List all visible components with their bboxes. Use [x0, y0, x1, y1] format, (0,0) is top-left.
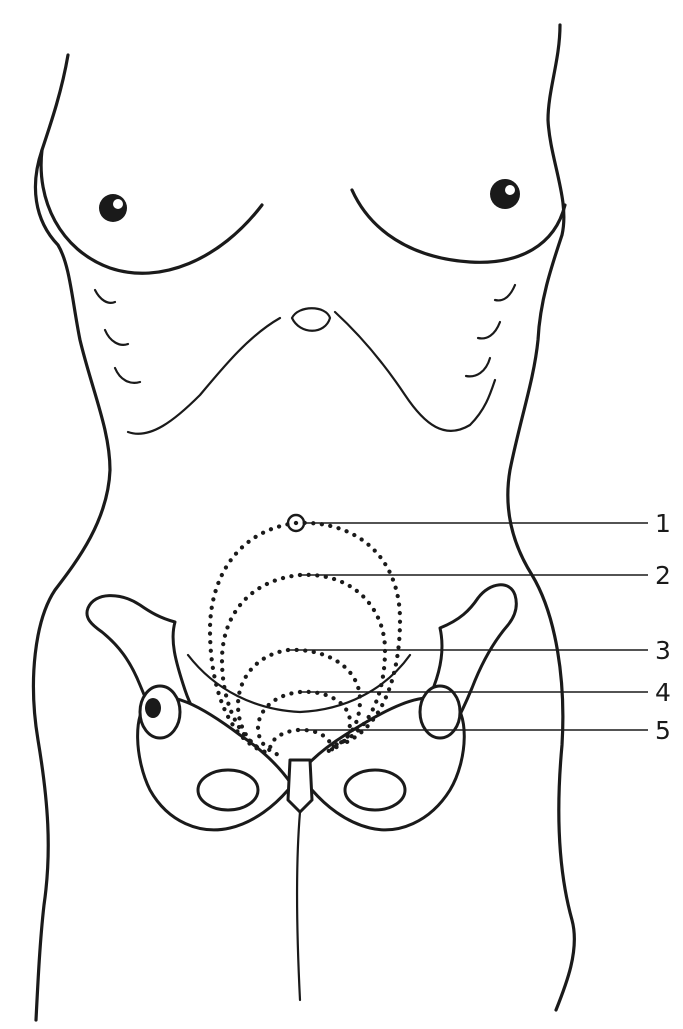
label-5: 5 [655, 716, 671, 745]
label-1: 1 [655, 509, 671, 538]
rib-hint-right-2 [478, 322, 500, 338]
rib-hint-left-3 [115, 368, 140, 383]
rib-hint-left-1 [95, 290, 115, 303]
body-outline-right [508, 25, 575, 1010]
left-nipple-highlight [113, 199, 123, 209]
left-obturator-foramen [198, 770, 258, 810]
costal-arch-left [128, 318, 280, 434]
left-breast-outline [41, 150, 262, 273]
rib-hint-right-3 [466, 358, 490, 376]
costal-arch-right [335, 312, 495, 431]
fundus-contour-2 [222, 575, 385, 750]
right-obturator-foramen [345, 770, 405, 810]
rib-hint-left-2 [105, 330, 128, 345]
right-nipple-highlight [505, 185, 515, 195]
label-3: 3 [655, 636, 671, 665]
right-nipple [490, 179, 520, 209]
left-acetabulum-shadow [145, 698, 161, 718]
label-2: 2 [655, 561, 671, 590]
right-breast-outline [352, 190, 565, 262]
label-4: 4 [655, 678, 671, 707]
xiphoid [292, 308, 330, 331]
pubic-symphysis [288, 760, 312, 812]
left-nipple [99, 194, 127, 222]
midline-lower [297, 812, 300, 1000]
rib-hint-right-1 [495, 285, 515, 300]
